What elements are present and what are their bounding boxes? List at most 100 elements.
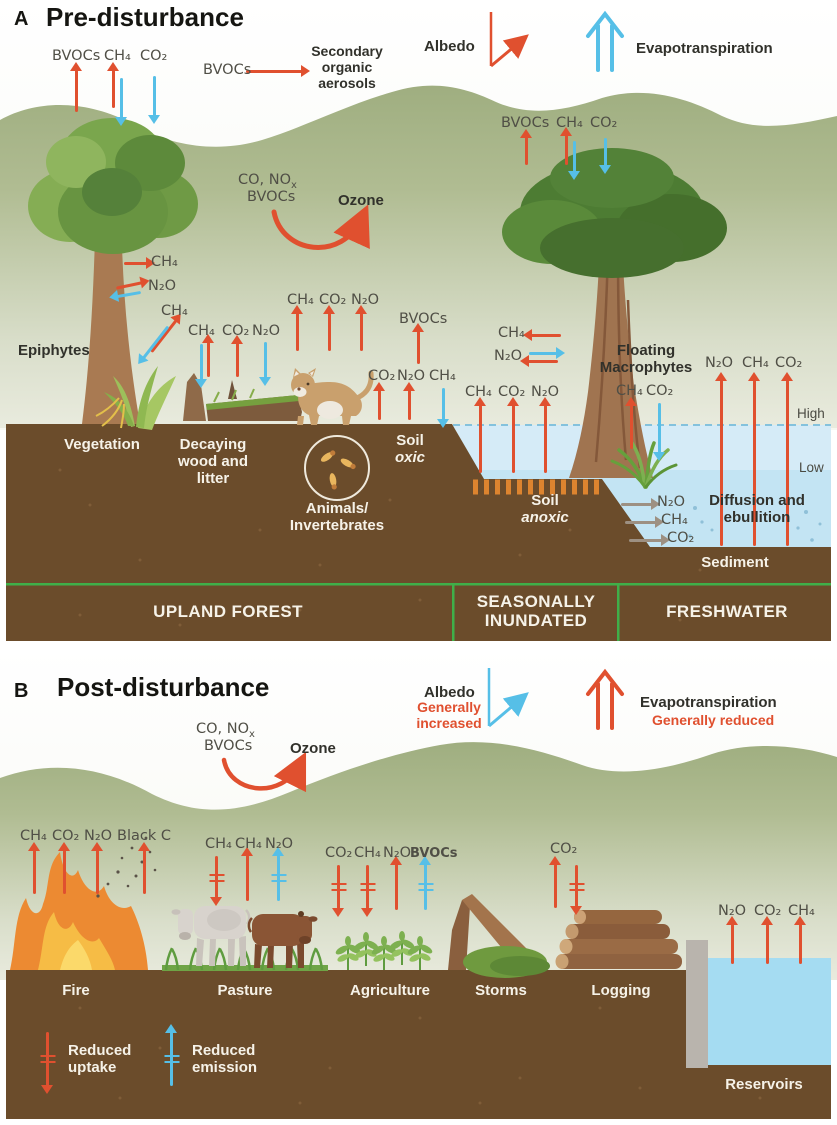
ozone-label: Ozone — [338, 192, 384, 209]
termite-circle — [304, 435, 370, 501]
zone-seasonally-inundated: SEASONALLY INUNDATED — [476, 592, 596, 631]
gas-label-co2: CO₂ — [140, 48, 168, 64]
n2o-reduced-emission-arrow — [271, 847, 286, 901]
n2o-up-arrow — [390, 856, 402, 910]
n2o-up-arrow — [91, 842, 103, 894]
gas-label-co2: CO₂ — [368, 368, 396, 384]
soa-source-label: BVOCs — [203, 62, 252, 78]
evapotranspiration-note: Generally reduced — [652, 712, 775, 728]
gas-label-bvocs: BVOCs — [501, 115, 550, 131]
flooded-tree-n2o-left-arrow — [520, 355, 558, 367]
soil-speckles — [58, 468, 782, 627]
panel-b-title: Post-disturbance — [57, 672, 270, 702]
gas-label-bvocs: BVOCs — [399, 311, 448, 327]
ozone-reactants-label: CO, NOx — [238, 172, 297, 191]
panel-b-tag: B — [14, 680, 29, 702]
co2-ebullition-arrow — [781, 372, 793, 546]
high-level-label: High — [797, 406, 825, 421]
albedo-label: Albedo — [424, 38, 475, 55]
n2o-up-arrow — [355, 305, 367, 351]
panel-a-tag: A — [14, 8, 29, 30]
gas-label-ch4: CH₄ — [205, 836, 232, 852]
low-level-label: Low — [799, 460, 824, 475]
gas-label-ch4: CH₄ — [151, 254, 178, 270]
macrophytes — [610, 441, 678, 489]
albedo-icon — [487, 668, 529, 728]
co2-up-arrow — [323, 305, 335, 351]
ch4-up-arrow — [202, 334, 214, 377]
co2-up-arrow — [373, 382, 385, 420]
ch4-up-arrow — [794, 916, 806, 964]
gas-label-ch4: CH₄ — [287, 292, 314, 308]
gas-label-ch4: CH₄ — [661, 512, 688, 528]
ozone-label: Ozone — [290, 740, 336, 757]
reservoir-water — [708, 958, 831, 1065]
fire-flames — [10, 836, 157, 970]
gas-label-ch4: CH₄ — [742, 355, 769, 371]
legend-reduced-emission-label: Reduced emission — [192, 1042, 258, 1077]
trunk-ch4-right-arrow — [124, 257, 155, 269]
pre-disturbance-scene — [0, 0, 837, 641]
ozone-reaction-arrow — [271, 204, 370, 250]
gas-label-n2o: N₂O — [252, 323, 281, 339]
gas-label-n2o: N₂O — [265, 836, 294, 852]
flooded-tree-ch4-left-arrow — [523, 329, 561, 341]
site-pasture-label: Pasture — [217, 982, 273, 999]
gas-label-ch4: CH₄ — [498, 325, 525, 341]
ch4-down-arrow — [437, 388, 449, 428]
gas-label-black-c: Black C — [117, 828, 171, 844]
gas-label-n2o: N₂O — [531, 384, 560, 400]
albedo-note: Generally increased — [416, 699, 482, 731]
gas-label-n2o: N₂O — [494, 348, 523, 364]
floating-macrophytes-label: Floating Macrophytes — [599, 342, 693, 377]
legend-reduced-uptake-label: Reduced uptake — [68, 1042, 132, 1077]
ch4-up-arrow — [560, 127, 572, 165]
co2-down-arrow — [148, 76, 160, 124]
co2-down-arrow — [599, 138, 611, 174]
gas-label-ch4: CH₄ — [465, 384, 492, 400]
bvocs-reduced-emission-arrow — [418, 856, 433, 910]
gas-label-n2o: N₂O — [383, 845, 412, 861]
diffusion-ebullition-label: Diffusion and ebullition — [709, 492, 805, 527]
gas-label-n2o: N₂O — [657, 494, 686, 510]
evapotranspiration-icon — [586, 668, 624, 730]
ch4-ebullition-arrow — [748, 372, 760, 546]
site-agriculture-label: Agriculture — [349, 982, 431, 999]
soa-right-arrow — [246, 65, 310, 77]
gas-label-n2o: N₂O — [351, 292, 380, 308]
gas-label-ch4: CH₄ — [429, 368, 456, 384]
panel-post-disturbance: B Post-disturbance CO, NOx BVOCs Ozone A… — [0, 648, 837, 1125]
evapotranspiration-label: Evapotranspiration — [640, 694, 777, 711]
ozone-reactants-line2: BVOCs — [247, 189, 296, 205]
soil — [6, 424, 831, 641]
epiphyte-plant — [95, 366, 176, 430]
site-reservoirs-label: Reservoirs — [725, 1076, 803, 1093]
gas-label-ch4: CH₄ — [616, 383, 643, 399]
panel-pre-disturbance: A Pre-disturbance BVOCs CH₄ CO₂ BVOCs Se… — [0, 0, 837, 648]
gas-label-n2o: N₂O — [705, 355, 734, 371]
co2-up-arrow — [761, 916, 773, 964]
ozone-reactants-label: CO, NOx — [196, 721, 255, 740]
gas-label-co2: CO₂ — [550, 841, 578, 857]
n2o-up-arrow — [539, 397, 551, 473]
co2-down-arrow — [653, 403, 665, 461]
ch4-lateral-arrow — [625, 516, 664, 528]
n2o-lateral-arrow — [621, 498, 660, 510]
ch4-down-arrow — [568, 141, 580, 180]
co2-up-arrow — [231, 335, 243, 377]
gas-label-ch4: CH₄ — [235, 836, 262, 852]
gas-label-ch4: CH₄ — [161, 303, 188, 319]
albedo-icon — [489, 12, 529, 68]
gas-label-ch4: CH₄ — [788, 903, 815, 919]
ch4-up-arrow — [625, 397, 637, 449]
gas-label-ch4: CH₄ — [556, 115, 583, 131]
soil-oxic-label: Soil — [396, 432, 424, 449]
panel-a-title: Pre-disturbance — [46, 2, 244, 32]
white-cow — [171, 906, 251, 966]
co2-up-arrow — [58, 842, 70, 894]
gas-label-bvocs: BVOCs — [52, 48, 101, 64]
gas-label-ch4: CH₄ — [20, 828, 47, 844]
soil-anoxic-label: Soil — [531, 492, 559, 509]
n2o-up-arrow — [403, 382, 415, 420]
gas-label-ch4: CH₄ — [354, 845, 381, 861]
